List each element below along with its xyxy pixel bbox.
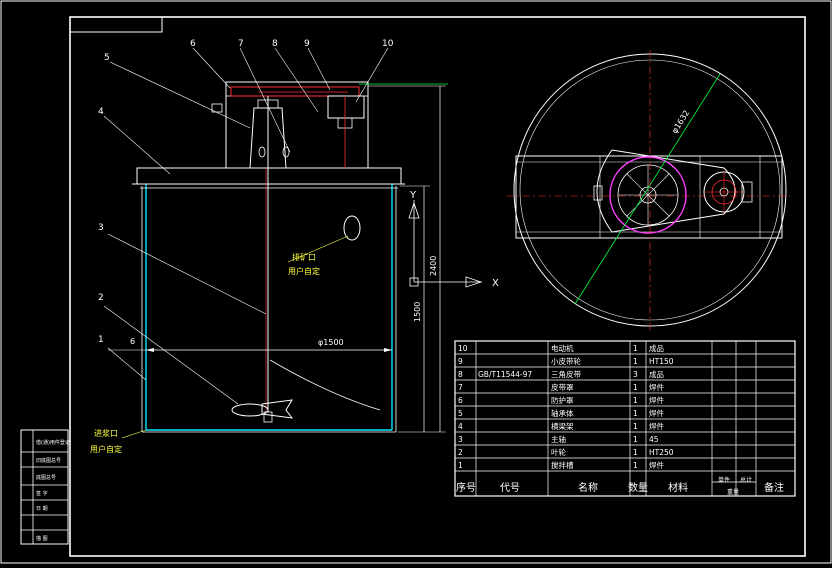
- outlet-port: [343, 215, 361, 241]
- bom-header-unit-weight: 单件: [718, 476, 730, 484]
- bom-row-qty: 1: [633, 448, 638, 457]
- axis-y-label: Y: [409, 190, 417, 201]
- bom-row-name: 小皮带轮: [551, 356, 581, 366]
- bom-row-qty: 1: [633, 422, 638, 431]
- bearing-housing: [249, 107, 287, 169]
- bom-header-total-weight: 总计: [740, 476, 752, 484]
- bom-row-material: 成品: [649, 343, 664, 353]
- callout-6: 6: [190, 39, 196, 49]
- bom-row-no: 10: [458, 344, 468, 353]
- belt-guard-top: [596, 149, 736, 233]
- callout-8: 8: [272, 39, 278, 49]
- bom-row-qty: 3: [633, 370, 638, 379]
- bom-row-material: 45: [649, 435, 659, 444]
- bom-row-name: 横梁架: [551, 421, 574, 431]
- bom-header-remark: 备注: [764, 481, 784, 494]
- bom-row-qty: 1: [633, 461, 638, 470]
- tank-cover: [136, 167, 402, 185]
- bom-row-name: 搅拌槽: [551, 460, 574, 470]
- bom-row-no: 8: [458, 370, 463, 379]
- bom-row-qty: 1: [633, 357, 638, 366]
- front-view: 1 2 3 4 5 6 7 8 9 10 φ1500 6 2400 1500 排…: [90, 39, 499, 454]
- bom-row-material: 焊件: [649, 408, 664, 418]
- bom-row-code: GB/T11544-97: [478, 370, 532, 379]
- bom-row-no: 9: [458, 357, 463, 366]
- bom-row-name: 三角皮带: [551, 369, 581, 379]
- bom-row-qty: 1: [633, 383, 638, 392]
- bom-header-material: 材料: [668, 481, 688, 494]
- bom-row-name: 电动机: [551, 343, 574, 353]
- bom-row-no: 2: [458, 448, 463, 457]
- diameter-line: [574, 73, 721, 305]
- bom-row-qty: 1: [633, 344, 638, 353]
- bom-row-material: 焊件: [649, 382, 664, 392]
- bom-row-no: 4: [458, 422, 463, 431]
- callout-5: 5: [104, 53, 110, 63]
- dim-diameter-front: φ1500: [318, 338, 344, 347]
- top-left-title-box: [69, 17, 163, 33]
- callout-9: 9: [304, 39, 310, 49]
- bom-row-no: 6: [458, 396, 463, 405]
- note-outlet-line2: 用户自定: [288, 266, 320, 276]
- note-outlet-line1: 排矿口: [292, 252, 316, 262]
- callout-10: 10: [382, 39, 394, 49]
- bom-row-name: 皮带罩: [551, 382, 574, 392]
- bom-row-name: 主轴: [551, 434, 566, 444]
- motor: [327, 95, 365, 119]
- side-label-4: 日 期: [36, 506, 48, 512]
- side-label-2: 底图总号: [36, 474, 56, 481]
- top-view: φ1632: [506, 50, 790, 330]
- bom-row-qty: 1: [633, 409, 638, 418]
- side-label-5: 描 图: [36, 535, 48, 542]
- bearing-frame: [225, 81, 369, 169]
- bom-row-name: 防护罩: [551, 395, 574, 405]
- bom-row-name: 叶轮: [551, 447, 566, 457]
- note-inlet-line2: 用户自定: [90, 444, 122, 454]
- bom-row-name: 轴承体: [551, 408, 574, 418]
- tank-outline-inner: [519, 59, 781, 321]
- bom-row-no: 7: [458, 383, 463, 392]
- bom-header-qty: 数量: [628, 481, 648, 494]
- callout-7: 7: [238, 39, 244, 49]
- bom-header-code: 代号: [500, 482, 520, 494]
- axis-x-label: X: [492, 278, 499, 289]
- bom-row-material: 焊件: [649, 421, 664, 431]
- callout-2: 2: [98, 293, 104, 303]
- dim-height-total: 2400: [429, 256, 438, 276]
- bom-row-material: 焊件: [649, 395, 664, 405]
- bom-row-qty: 1: [633, 435, 638, 444]
- note-inlet-line1: 进浆口: [94, 428, 118, 438]
- inner-frame: [69, 16, 806, 557]
- callout-1: 1: [98, 335, 104, 345]
- dim-diameter-top: φ1632: [670, 109, 691, 136]
- callout-4: 4: [98, 107, 104, 117]
- impeller: [231, 403, 269, 417]
- side-label-3: 签 字: [36, 490, 48, 497]
- bom-row-material: 焊件: [649, 460, 664, 470]
- side-label-1: 旧底图总号: [36, 457, 61, 464]
- dim-6: 6: [130, 337, 135, 346]
- bom-header-weight: 重量: [727, 488, 739, 496]
- belt-guard: [230, 86, 360, 97]
- bom-row-material: HT250: [649, 448, 674, 457]
- bom-row-material: 成品: [649, 369, 664, 379]
- bom-row-no: 1: [458, 461, 463, 470]
- callout-3: 3: [98, 223, 104, 233]
- bom-row-qty: 1: [633, 396, 638, 405]
- bom-row-material: HT150: [649, 357, 674, 366]
- bom-row-no: 5: [458, 409, 463, 418]
- bom-row-no: 3: [458, 435, 463, 444]
- bom-header-no: 序号: [456, 481, 476, 494]
- side-label-0: 借(通)用件登记: [36, 439, 70, 446]
- dim-height-tank: 1500: [413, 302, 422, 322]
- side-panel: 借(通)用件登记 旧底图总号 底图总号 签 字 日 期 描 图: [20, 429, 70, 545]
- bom-header-name: 名称: [578, 481, 598, 494]
- large-pulley: [609, 156, 687, 234]
